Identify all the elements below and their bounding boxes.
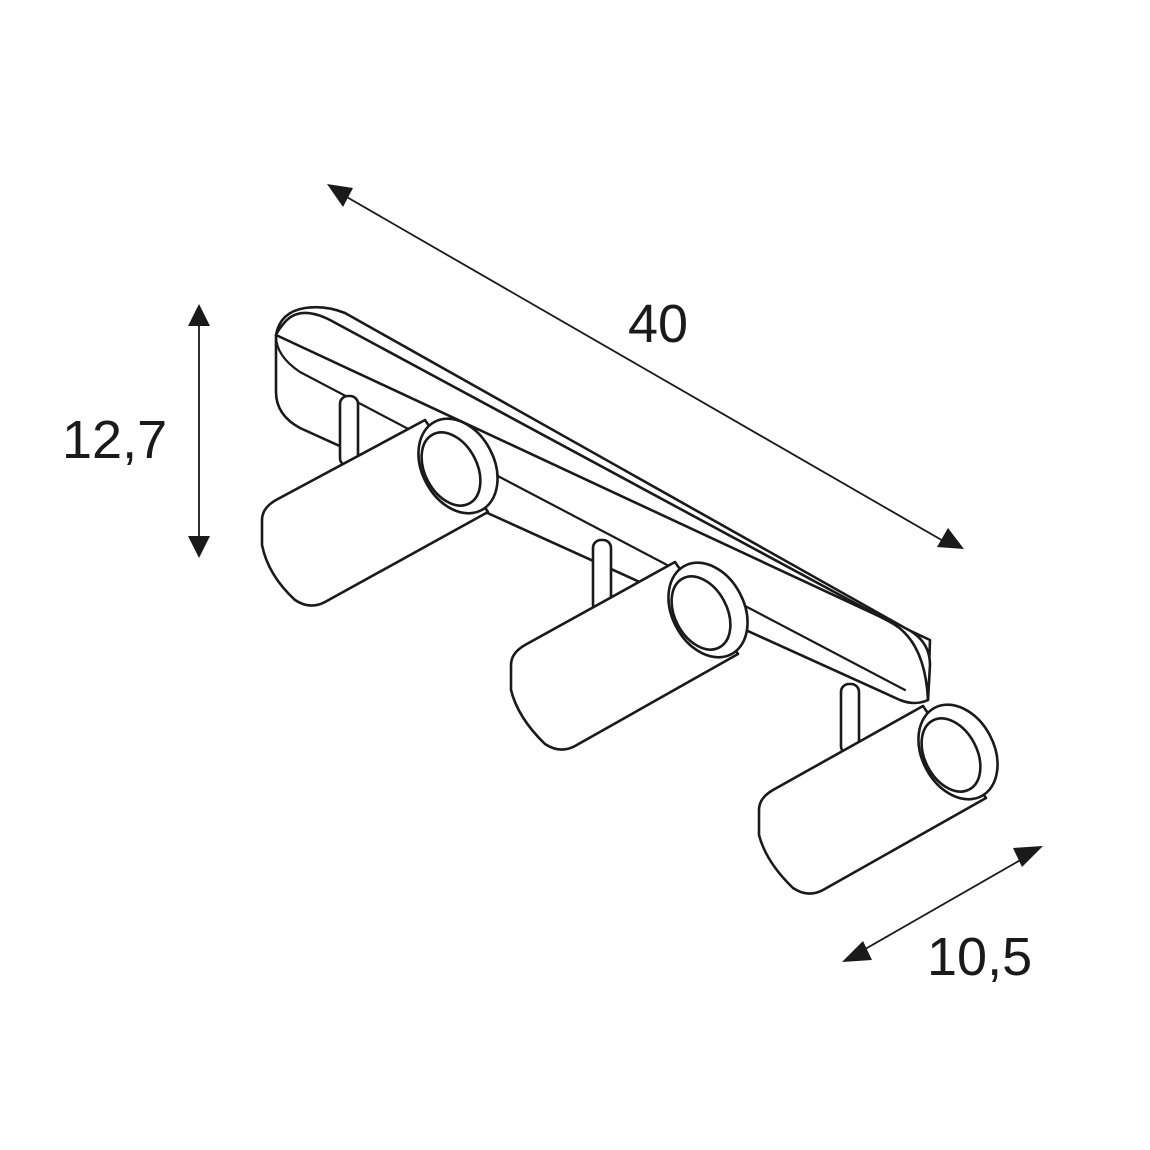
spotlight-1-stem [338,394,360,468]
rail-top-face [274,305,932,702]
depth-arrow-end [1013,846,1043,867]
spotlight-1 [260,394,499,607]
spotlight-3 [757,682,999,895]
length-arrow-end [937,528,964,549]
spotlight-1-lens [420,431,482,507]
depth-dimension: 10,5 [842,846,1043,987]
depth-dimension-line [859,857,1025,953]
height-label: 12,7 [62,410,167,470]
height-dimension: 12,7 [62,304,210,558]
depth-label: 10,5 [927,927,1032,987]
height-arrow-bottom [188,536,210,558]
spotlight-2-lens [670,575,732,651]
rail-edge-line [274,334,907,692]
length-dimension-line [344,195,946,543]
spotlight-3-lens [920,717,982,793]
length-arrow-start [327,184,353,207]
height-arrow-top [188,304,210,326]
length-label: 40 [628,294,688,354]
length-dimension: 40 [327,184,964,549]
depth-arrow-start [842,941,872,962]
spotlight-2 [509,538,749,751]
